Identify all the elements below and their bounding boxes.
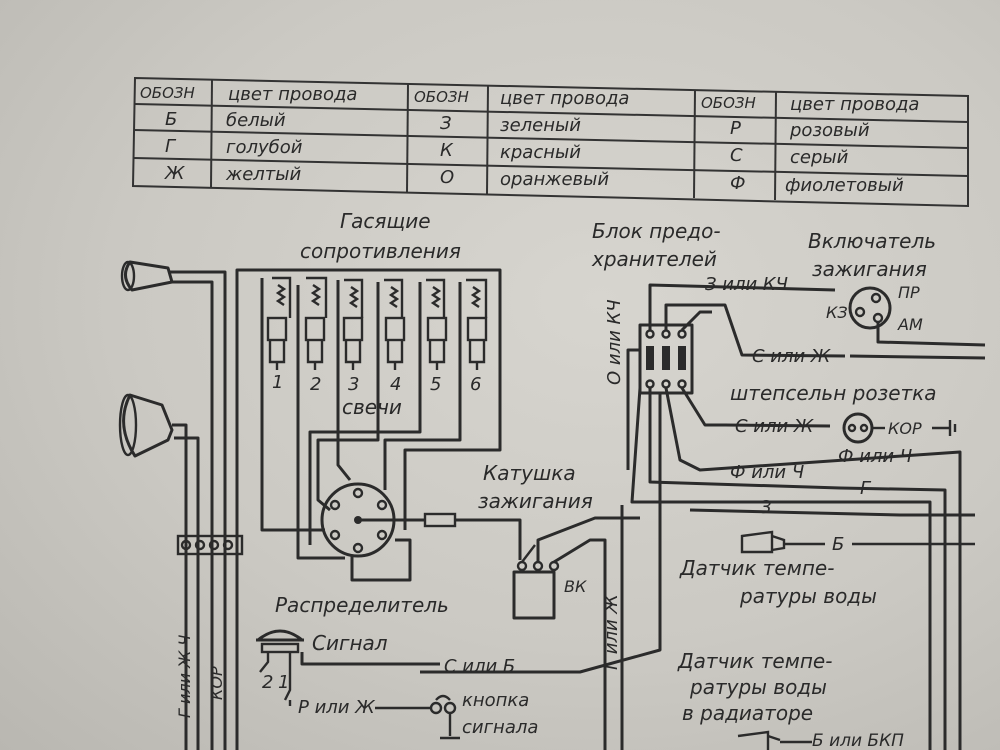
spark-plug-3: [342, 278, 364, 370]
wire-label-b: Б: [832, 534, 844, 555]
wire-label-z-or-kch: З или КЧ: [705, 274, 788, 295]
plug-leads: [260, 278, 462, 560]
legend-code-k: К: [440, 140, 454, 161]
wire-label-r-or-zh: Р или Ж: [298, 697, 375, 718]
label-resistors-2: сопротивления: [300, 239, 461, 263]
wire-label-s-or-zh-2: С или Ж: [735, 416, 814, 437]
legend-color-white: белый: [226, 110, 286, 131]
headlamp-top: [120, 260, 174, 292]
legend-header-code-1: ОБОЗН: [140, 84, 195, 102]
plug-socket: штепсельн розетка С или Ж КОР Ф или Ч Ф …: [730, 381, 957, 518]
distributor: Распределитель: [275, 482, 522, 617]
spark-plug-2: [304, 276, 328, 370]
legend-header-color-1: цвет провода: [228, 84, 357, 105]
wire-label-g: Г: [860, 478, 872, 499]
wire-color-legend: ОБОЗН цвет провода ОБОЗН цвет провода ОБ…: [131, 76, 969, 208]
legend-color-grey: серый: [790, 147, 849, 168]
plug-number-3: 3: [348, 374, 359, 395]
spark-plug-4: [384, 278, 406, 370]
temp-sensor-1: Б Датчик темпе- ратуры воды: [679, 530, 975, 608]
legend-code-z: З: [440, 113, 452, 134]
connector-block-left: [176, 534, 244, 556]
legend-code-b: Б: [165, 109, 177, 130]
legend-code-r: Р: [730, 118, 741, 139]
label-coil-2: зажигания: [478, 489, 593, 513]
label-ignition-2: зажигания: [812, 257, 927, 281]
switch-label-am: АМ: [897, 315, 923, 334]
label-signal: Сигнал: [312, 631, 388, 655]
wire-label-z: З: [760, 497, 772, 518]
wire-label-kch-vertical: О или КЧ: [604, 299, 625, 385]
ignition-coil: Катушка зажигания ВК: [478, 461, 640, 750]
legend-color-orange: оранжевый: [500, 169, 609, 190]
label-button-2: сигнала: [462, 717, 538, 738]
wire-label-kor: КОР: [888, 419, 922, 438]
legend-color-green: зеленый: [500, 115, 581, 136]
fuse-wiring: [420, 283, 975, 750]
label-sensor-2c: в радиаторе: [682, 701, 813, 725]
label-sensor-1b: ратуры воды: [739, 584, 877, 608]
plug-number-1: 1: [272, 372, 283, 393]
wire-label-g-or-zh-ch: Г или Ж Ч: [175, 635, 194, 718]
label-sensor-2b: ратуры воды: [689, 675, 827, 699]
plug-number-2: 2: [310, 374, 321, 395]
label-distributor: Распределитель: [275, 593, 449, 617]
wire-label-f-or-ch: Ф или Ч: [838, 446, 912, 467]
label-vk: ВК: [564, 577, 587, 596]
label-resistors-1: Гасящие: [340, 209, 431, 233]
legend-color-yellow: желтый: [225, 164, 301, 185]
wire-label-kor-vertical: КОР: [207, 666, 226, 700]
label-sensor-2a: Датчик темпе-: [677, 649, 832, 673]
label-fuse-2: хранителей: [591, 247, 717, 271]
horn: Сигнал 2 1 С или Б Р или Ж: [256, 629, 515, 718]
temp-sensor-2: Датчик темпе- ратуры воды в радиаторе Б …: [677, 649, 904, 750]
legend-header-code-2: ОБОЗН: [414, 88, 469, 106]
legend-header-color-2: цвет провода: [500, 88, 629, 109]
label-ignition-1: Включатель: [808, 229, 936, 253]
legend-color-violet: фиолетовый: [785, 175, 904, 196]
headlamp-bottom: [118, 393, 174, 458]
horn-terminal-2: 2: [262, 672, 273, 693]
plug-number-5: 5: [430, 374, 441, 395]
spark-plugs: 1 2 3 4 5 6 свечи: [266, 276, 488, 419]
label-button-1: кнопка: [462, 690, 529, 711]
legend-header-color-3: цвет провода: [790, 94, 919, 115]
plug-number-4: 4: [390, 374, 401, 395]
legend-code-zh: Ж: [164, 163, 185, 184]
spark-plug-6: [466, 278, 488, 370]
label-coil-1: Катушка: [483, 461, 576, 485]
legend-color-red: красный: [500, 142, 581, 163]
spark-plug-1: [266, 276, 292, 370]
wire-label-s-or-b: С или Б: [444, 656, 515, 677]
legend-code-s: С: [730, 145, 743, 166]
legend-color-blue: голубой: [226, 137, 303, 158]
switch-label-kz: КЗ: [826, 303, 848, 322]
label-sensor-1a: Датчик темпе-: [679, 556, 834, 580]
ignition-switch: Включатель зажигания КЗ ПР АМ: [808, 229, 986, 360]
wire-label-b-or-bkp: Б или БКП: [812, 731, 904, 750]
fuse-block: [638, 323, 694, 395]
switch-label-pr: ПР: [898, 283, 920, 302]
wire-label-f-or-ch-2: Ф или Ч: [730, 462, 804, 483]
horn-button: кнопка сигнала: [429, 690, 538, 740]
legend-code-f: Ф: [730, 173, 746, 194]
plug-number-6: 6: [470, 374, 481, 395]
wire-label-s-or-zh: С или Ж: [752, 346, 831, 367]
left-harness: Г или Ж Ч КОР: [170, 268, 502, 750]
label-socket: штепсельн розетка: [730, 381, 937, 405]
horn-terminal-1: 1: [278, 672, 289, 693]
wire-label-g-or-zh: Г или Ж: [601, 594, 622, 670]
label-fuse-1: Блок предо-: [592, 219, 721, 243]
spark-plug-5: [426, 278, 448, 370]
label-plugs: свечи: [342, 395, 402, 419]
legend-header-code-3: ОБОЗН: [701, 94, 756, 112]
legend-code-g: Г: [165, 136, 177, 157]
legend-code-o: О: [440, 167, 454, 188]
ballast-resistor: [423, 512, 457, 528]
legend-color-pink: розовый: [789, 120, 870, 141]
